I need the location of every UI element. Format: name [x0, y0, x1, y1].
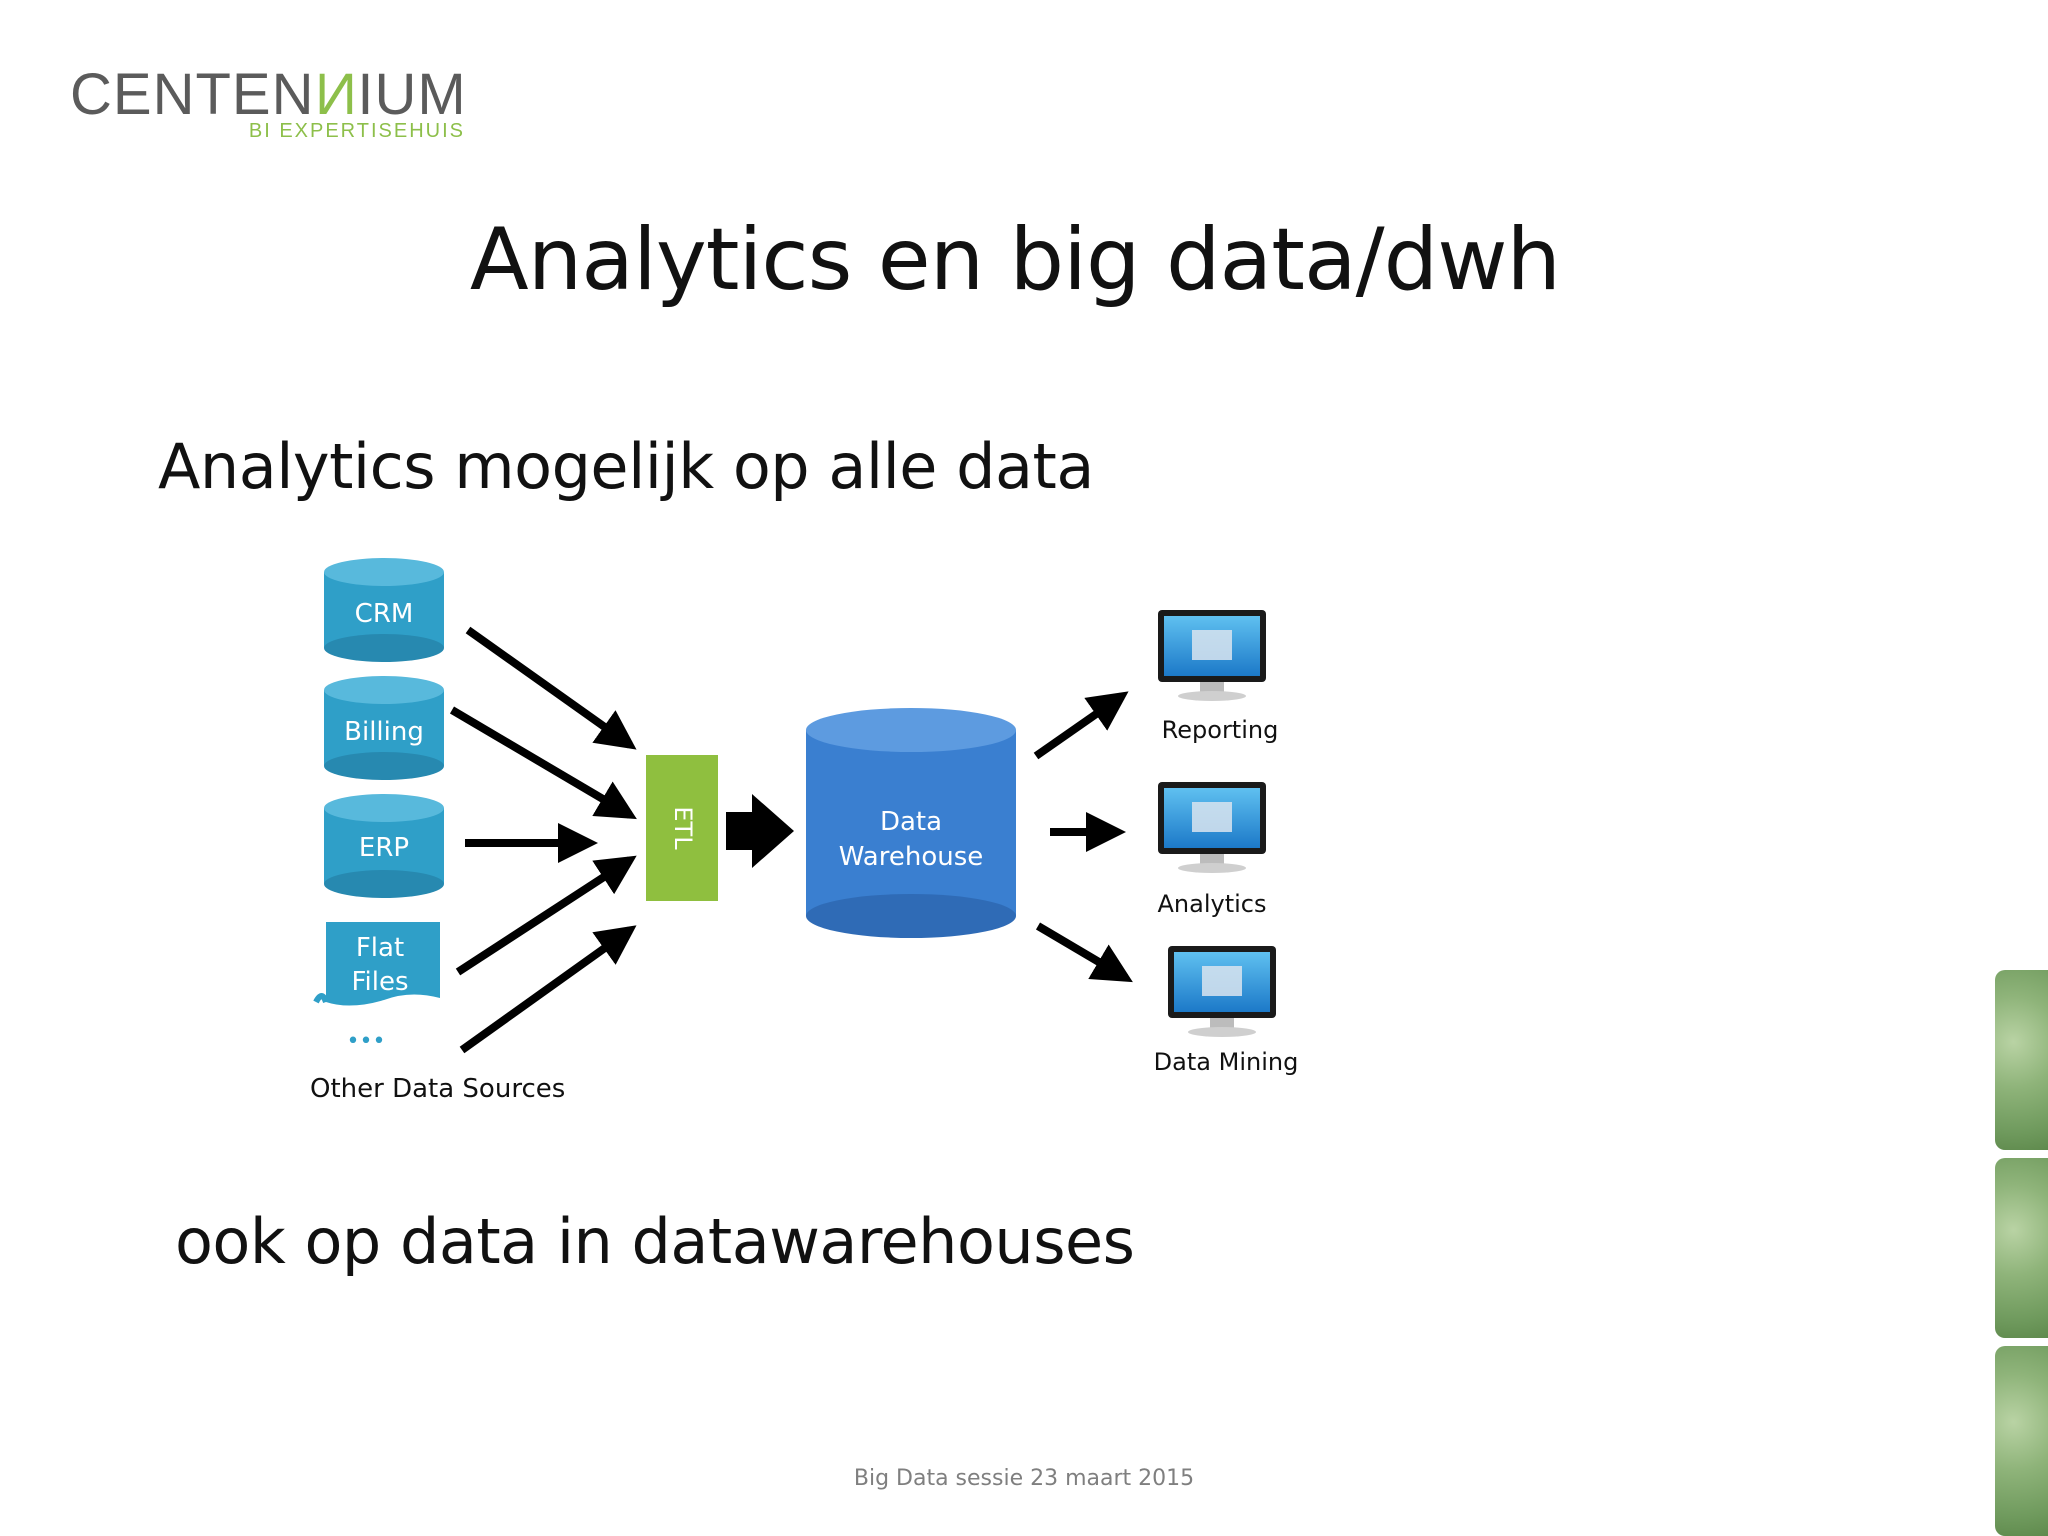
source-billing: Billing: [324, 676, 444, 780]
decorative-tile-3: [1995, 1346, 2048, 1536]
source-label-erp: ERP: [359, 833, 409, 863]
monitor-analytics-icon: Analytics: [1158, 782, 1267, 918]
slide-footer: Big Data sessie 23 maart 2015: [853, 1466, 1195, 1491]
source-crm: CRM: [324, 558, 444, 662]
source-label-billing: Billing: [344, 717, 424, 747]
logo-tagline: BI EXPERTISEHUIS: [248, 120, 465, 142]
output-label-reporting: Reporting: [1162, 716, 1279, 744]
logo-wordmark: CENTENNIUM: [70, 62, 467, 127]
decorative-tile-1: [1995, 970, 2048, 1150]
decorative-strip: [1995, 970, 2048, 1536]
source-label-files: Files: [351, 967, 408, 997]
output-arrows: [1033, 691, 1133, 983]
monitor-data-mining-icon: Data Mining: [1154, 946, 1299, 1076]
dwh-diagram: CRM Billing ERP Flat Files ••• Other Dat…: [310, 558, 1299, 1104]
monitor-reporting-icon: Reporting: [1158, 610, 1278, 744]
source-erp: ERP: [324, 794, 444, 898]
decorative-tile-2: [1995, 1158, 2048, 1338]
bullet-text-2: ook op data in datawarehouses: [175, 1205, 1135, 1278]
etl-label: ETL: [669, 806, 697, 850]
source-label-crm: CRM: [355, 599, 414, 629]
output-label-data-mining: Data Mining: [1154, 1048, 1299, 1076]
other-sources-label: Other Data Sources: [310, 1074, 565, 1104]
warehouse-label-1: Data: [880, 807, 942, 837]
etl-to-warehouse-arrow: [726, 794, 794, 868]
source-label-flat: Flat: [356, 933, 404, 963]
etl-box: ETL: [646, 755, 718, 901]
company-logo: CENTENNIUM BI EXPERTISEHUIS: [70, 60, 490, 150]
data-warehouse: Data Warehouse: [806, 708, 1016, 938]
warehouse-label-2: Warehouse: [839, 842, 984, 872]
output-label-analytics: Analytics: [1158, 890, 1267, 918]
source-arrows: [449, 626, 637, 1054]
bullet-text-1: Analytics mogelijk op alle data: [158, 430, 1094, 503]
slide-title: Analytics en big data/dwh: [469, 210, 1561, 310]
other-sources-dots: •••: [347, 1029, 386, 1054]
source-flat-files: Flat Files: [313, 922, 440, 1006]
